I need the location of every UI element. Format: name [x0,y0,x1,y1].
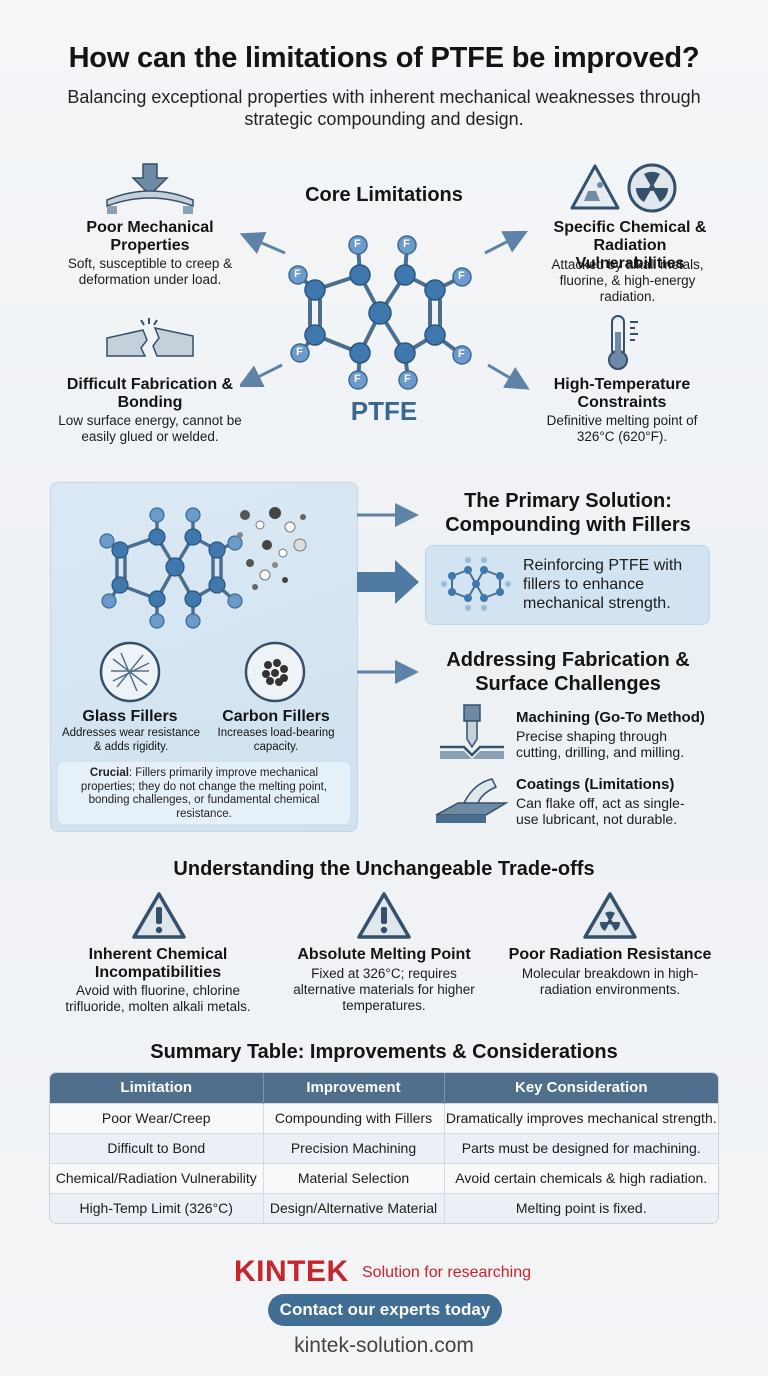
machining-drill-icon [440,704,504,759]
chemical-hazard-icon [570,163,677,213]
table-cell: Precision Machining [263,1132,445,1163]
page-title: How can the limitations of PTFE be impro… [68,42,700,74]
machining-body: Precise shaping through cutting, drillin… [516,728,685,760]
filled-ptfe-molecule-icon [99,507,307,629]
fabrication-heading: Addressing Fabrication & Surface Challen… [446,649,690,695]
high-temperature-body: Definitive melting point of 326°C (620°F… [546,413,698,444]
melting-point-body: Fixed at 326°C; requires alternative mat… [293,966,475,1013]
chemical-incompatibilities-body: Avoid with fluorine, chlorine trifluorid… [65,983,251,1014]
reinforced-molecule-icon [441,557,511,611]
crucial-note: Crucial: Fillers primarily improve mecha… [58,762,350,824]
column-header: Limitation [50,1073,264,1103]
table-row: High-Temp Limit (326°C) Design/Alternati… [50,1192,718,1223]
difficult-fabrication-title: Difficult Fabrication & Bonding [66,376,234,411]
table-cell: Dramatically improves mechanical strengt… [444,1102,718,1133]
kintek-logo: KINTEK [234,1255,349,1288]
radiation-resistance-body: Molecular breakdown in high-radiation en… [521,966,699,997]
chemical-vulnerabilities-body: Attacked by alkali metals, fluorine, & h… [551,257,704,304]
column-header: Improvement [263,1073,445,1103]
carbon-fillers-body: Increases load-bearing capacity. [217,727,335,753]
brand-tagline: Solution for researching [362,1264,531,1281]
tradeoffs-heading: Understanding the Unchangeable Trade-off… [173,858,595,880]
coating-peel-icon [435,778,509,823]
table-header-row: Limitation Improvement Key Consideration [50,1073,718,1103]
core-limitations-heading: Core Limitations [305,184,463,206]
table-cell: Design/Alternative Material [263,1192,445,1223]
table-cell: Difficult to Bond [50,1132,264,1163]
table-cell: Material Selection [263,1162,445,1193]
carbon-fillers-title: Carbon Fillers [222,708,330,725]
glass-fiber-icon [99,641,161,703]
solution-text: Reinforcing PTFE with fillers to enhance… [523,557,683,612]
chemical-vulnerabilities-title: Specific Chemical & Radiation Vulnerabil… [553,219,707,272]
ptfe-molecule-icon [288,235,472,390]
table-cell: Compounding with Fillers [263,1102,445,1133]
website-link[interactable]: kintek-solution.com [294,1334,474,1357]
thermometer-icon [608,315,638,370]
glass-fillers-title: Glass Fillers [82,708,178,725]
melting-point-title: Absolute Melting Point [297,946,471,963]
difficult-fabrication-body: Low surface energy, cannot be easily glu… [58,413,242,444]
contact-experts-button[interactable]: Contact our experts today [268,1294,502,1326]
table-cell: Parts must be designed for machining. [444,1132,718,1163]
table-cell: Poor Wear/Creep [50,1102,264,1133]
primary-solution-heading: The Primary Solution: Compounding with F… [445,490,691,536]
carbon-particles-icon [244,641,306,703]
poor-mechanical-title: Poor Mechanical Properties [86,219,214,254]
warning-icon [132,892,186,939]
machining-title: Machining (Go-To Method) [516,709,705,726]
table-cell: Chemical/Radiation Vulnerability [50,1162,264,1193]
table-cell: Avoid certain chemicals & high radiation… [444,1162,718,1193]
column-header: Key Consideration [444,1073,718,1103]
glass-fillers-body: Addresses wear resistance & adds rigidit… [61,727,201,753]
radiation-warning-icon [583,892,637,939]
warning-icon [357,892,411,939]
summary-table: Limitation Improvement Key Consideration… [50,1073,718,1223]
poor-mechanical-body: Soft, susceptible to creep & deformation… [67,256,233,287]
table-cell: Melting point is fixed. [444,1192,718,1223]
ptfe-label: PTFE [350,396,418,426]
core-arrows [240,230,530,390]
table-row: Difficult to Bond Precision Machining Pa… [50,1132,718,1163]
solution-arrows [357,503,419,684]
table-row: Chemical/Radiation Vulnerability Materia… [50,1162,718,1193]
high-temperature-title: High-Temperature Constraints [553,376,691,411]
beam-bending-icon [106,163,194,214]
summary-heading: Summary Table: Improvements & Considerat… [150,1041,618,1063]
broken-bond-icon [106,318,194,357]
table-cell: High-Temp Limit (326°C) [50,1192,264,1223]
radiation-resistance-title: Poor Radiation Resistance [508,946,712,963]
coatings-title: Coatings (Limitations) [516,776,675,793]
chemical-incompatibilities-title: Inherent Chemical Incompatibilities [88,946,228,981]
page-subtitle: Balancing exceptional properties with in… [67,87,701,129]
table-row: Poor Wear/Creep Compounding with Fillers… [50,1102,718,1133]
coatings-body: Can flake off, act as single-use lubrica… [516,795,685,827]
